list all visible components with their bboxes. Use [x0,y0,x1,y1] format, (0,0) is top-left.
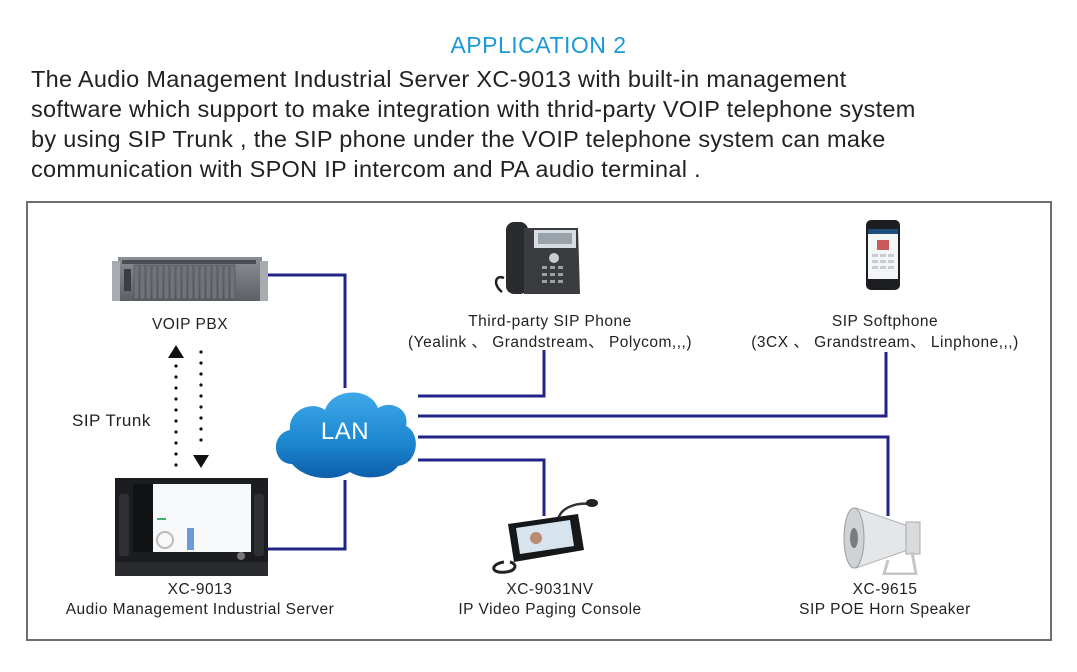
lan-label: LAN [320,418,370,445]
sip-trunk-up-arrow [168,345,184,467]
page-title: APPLICATION 2 [450,32,627,58]
softphone-sublabel: (3CX 、 Grandstream、 Linphone,,,) [751,334,1019,351]
description-line: software which support to make integrati… [31,96,916,122]
horn-sublabel: SIP POE Horn Speaker [799,601,971,618]
link-server-lan [265,480,347,551]
link-softphone-lan [418,352,888,418]
link-pbx-lan [265,273,347,388]
link-horn-lan [418,435,890,516]
console-sublabel: IP Video Paging Console [458,601,642,618]
pbx-label: VOIP PBX [151,316,229,333]
link-sip-phone-lan [418,350,546,398]
server-sublabel: Audio Management Industrial Server [65,601,335,618]
desk-phone-icon [494,222,580,294]
console-label: XC-9031NV [506,581,594,598]
sip-phone-label: Third-party SIP Phone [468,313,632,330]
diagram-frame [26,201,1052,641]
sip-trunk-label: SIP Trunk [72,411,151,430]
horn-speaker-icon [843,507,921,575]
softphone-label: SIP Softphone [831,313,939,330]
cloud-icon [275,392,416,479]
rack-pbx-icon [112,257,268,301]
link-console-lan [418,458,546,516]
paging-console-icon [492,499,598,574]
description-line: communication with SPON IP intercom and … [31,156,701,182]
server-label: XC-9013 [167,581,233,598]
description-line: by using SIP Trunk , the SIP phone under… [31,126,886,152]
description-line: The Audio Management Industrial Server X… [31,66,847,92]
rack-server-icon [115,478,268,576]
sip-phone-sublabel: (Yealink 、 Grandstream、 Polycom,,,) [408,334,692,351]
smartphone-icon [866,220,900,290]
sip-trunk-down-arrow [193,350,209,468]
horn-label: XC-9615 [852,581,918,598]
description: The Audio Management Industrial Server X… [31,64,1061,184]
